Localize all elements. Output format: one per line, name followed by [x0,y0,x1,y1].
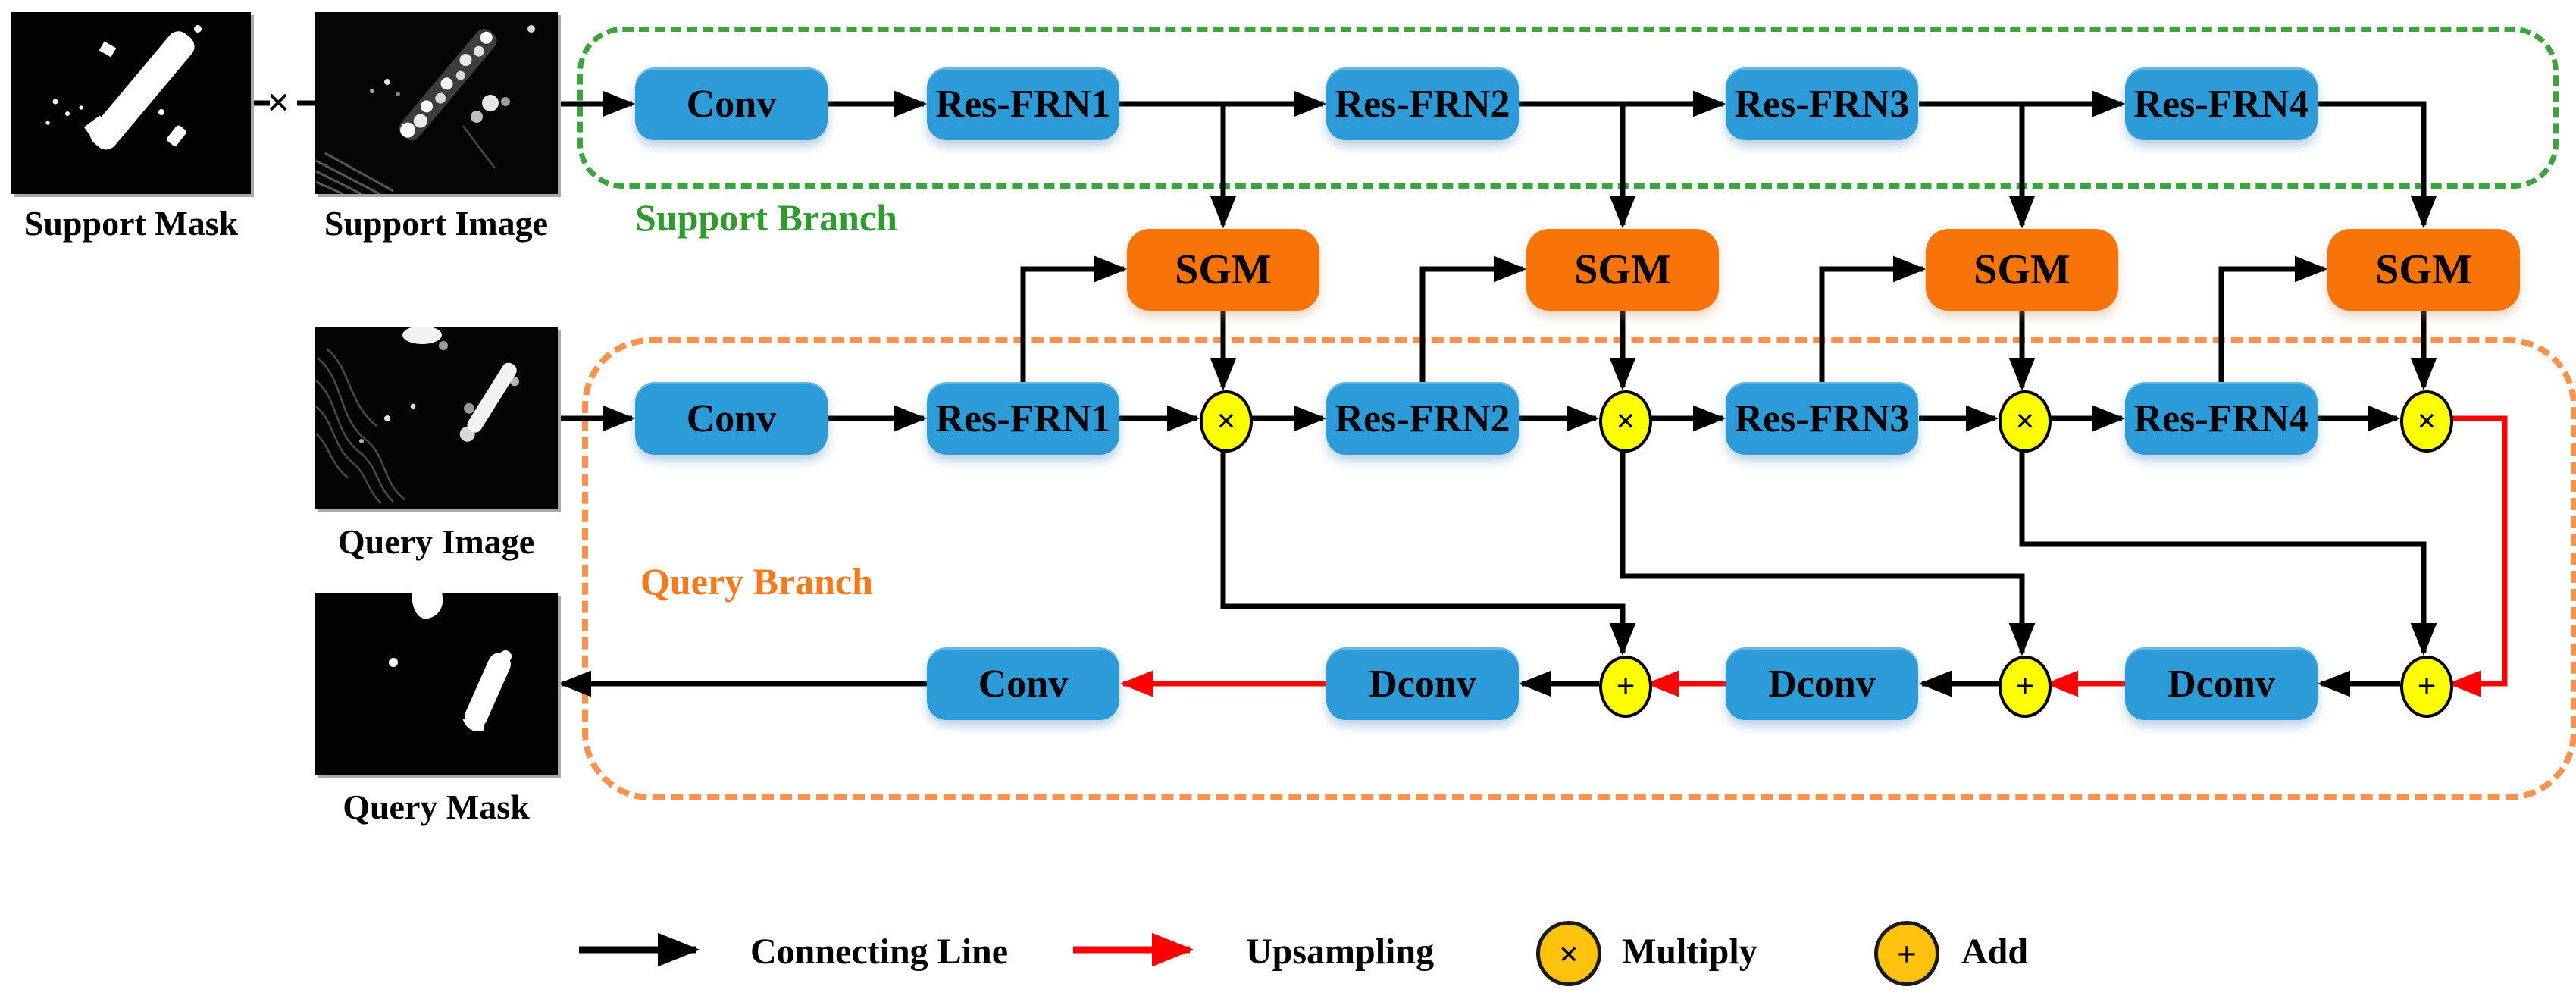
query-conv: Conv [635,382,828,455]
support-branch-box [577,27,2559,189]
support-res-frn2: Res-FRN2 [1326,67,1519,140]
multiply-node-2: × [1599,390,1652,453]
legend-multiply-icon: × [1536,921,1601,986]
query-image [315,327,558,509]
support-res-frn4: Res-FRN4 [2125,67,2318,140]
support-image-label: Support Image [324,204,549,243]
query-res-frn2: Res-FRN2 [1326,382,1519,455]
legend-connecting-line-label: Connecting Line [750,932,1009,972]
legend-upsampling-label: Upsampling [1246,932,1435,972]
legend-add-icon: + [1874,921,1939,986]
query-mask-label: Query Mask [343,788,530,826]
connecting-line [1620,442,2036,656]
multiply-node-1: × [1200,390,1253,453]
connecting-line [2019,442,2437,656]
legend-black-arrow-icon [579,932,700,967]
sgm-4: SGM [2327,229,2520,311]
connecting-line [2218,255,2328,382]
decoder-conv: Conv [927,647,1119,720]
support-res-frn3: Res-FRN3 [1726,67,1918,140]
connecting-line [1819,255,1927,382]
query-branch-label: Query Branch [640,560,873,603]
decoder-dconv-2: Dconv [1726,647,1918,720]
sgm-2: SGM [1526,229,1719,311]
support-mask-image [11,12,251,194]
connecting-line [1419,255,1527,382]
legend-add-label: Add [1961,932,2029,972]
query-res-frn3: Res-FRN3 [1726,382,1918,455]
upsampling-connector [2447,415,2508,697]
decoder-dconv-3: Dconv [2125,647,2318,720]
support-branch-label: Support Branch [635,196,897,239]
query-image-label: Query Image [337,522,535,561]
add-node-1: + [1599,656,1652,718]
query-branch-box [582,337,2576,800]
sgm-1: SGM [1127,229,1319,311]
support-image [315,12,558,194]
legend-red-arrow-icon [1073,932,1194,967]
support-mask-label: Support Mask [23,204,239,243]
decoder-dconv-1: Dconv [1326,647,1519,720]
connecting-line [2318,101,2437,229]
support-conv: Conv [635,67,828,140]
legend-multiply-label: Multiply [1622,932,1758,972]
connecting-line [1220,442,1636,656]
connecting-line [1020,255,1128,382]
query-mask-image [315,593,558,775]
sgm-3: SGM [1926,229,2118,311]
query-res-frn4: Res-FRN4 [2125,382,2318,455]
mask-multiply-symbol: × [267,80,290,125]
query-res-frn1: Res-FRN1 [927,382,1119,455]
support-res-frn1: Res-FRN1 [927,67,1119,140]
add-node-2: + [1999,656,2052,718]
multiply-node-4: × [2400,390,2453,453]
multiply-node-3: × [1999,390,2052,453]
add-node-3: + [2400,656,2453,718]
